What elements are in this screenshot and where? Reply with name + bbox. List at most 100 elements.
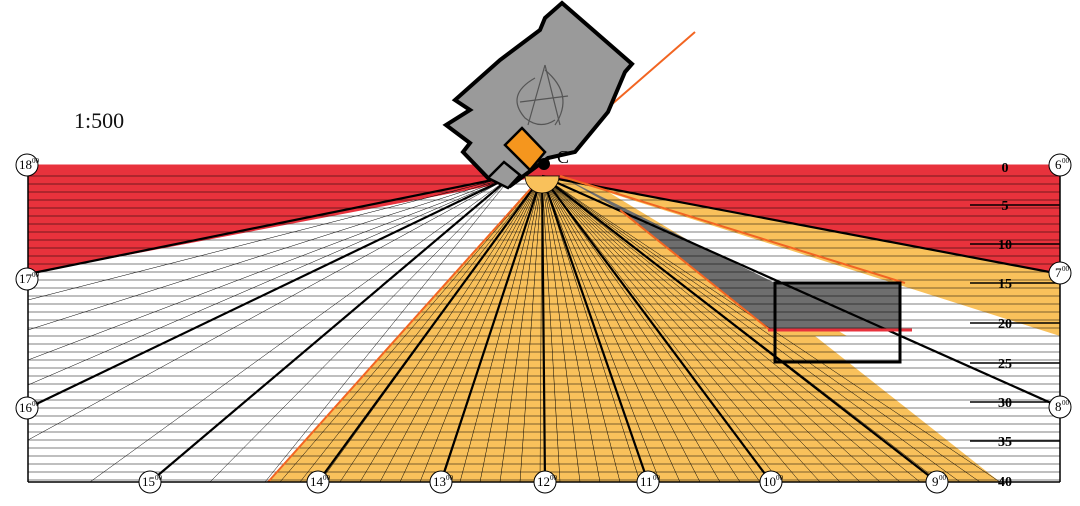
depth-label: 35 <box>998 435 1012 450</box>
svg-text:00: 00 <box>446 474 454 482</box>
svg-text:00: 00 <box>32 400 40 408</box>
entrance-block <box>485 160 522 190</box>
depth-label: 20 <box>998 317 1012 332</box>
fine-ray <box>541 175 641 483</box>
svg-text:7: 7 <box>1055 265 1062 280</box>
svg-text:6: 6 <box>1055 157 1062 172</box>
svg-text:00: 00 <box>32 271 40 279</box>
svg-text:13: 13 <box>433 474 446 489</box>
hour-ray <box>541 175 938 483</box>
fine-ray <box>541 175 761 483</box>
shadow-band <box>560 176 900 330</box>
fine-ray <box>209 175 513 483</box>
fine-ray <box>541 175 621 483</box>
fine-ray <box>339 175 543 483</box>
fine-ray <box>27 175 513 361</box>
fine-ray <box>541 175 601 483</box>
fine-ray <box>541 175 801 483</box>
hour-ray <box>27 175 513 409</box>
fine-ray <box>27 175 513 441</box>
depth-label: 40 <box>998 475 1012 490</box>
fine-ray <box>499 175 543 483</box>
fine-ray <box>27 175 513 331</box>
fine-ray <box>541 175 821 483</box>
fine-ray <box>279 175 543 483</box>
depth-label: 15 <box>998 277 1012 292</box>
building <box>442 0 635 190</box>
center-label: C <box>557 147 569 167</box>
svg-text:00: 00 <box>323 474 331 482</box>
fine-ray <box>541 175 561 483</box>
fine-ray <box>519 175 543 483</box>
svg-text:00: 00 <box>1062 157 1070 165</box>
fine-ray <box>541 175 681 483</box>
fine-ray <box>299 175 543 483</box>
hour-ray <box>540 175 650 483</box>
depth-label: 30 <box>998 396 1012 411</box>
center-point <box>538 158 550 170</box>
fine-ray <box>479 175 543 483</box>
fine-ray <box>264 175 513 483</box>
fine-ray <box>541 175 721 483</box>
fine-ray <box>399 175 543 483</box>
svg-text:12: 12 <box>537 474 550 489</box>
center-sector <box>524 175 560 194</box>
depth-label: 0 <box>1002 161 1009 176</box>
fine-ray <box>419 175 543 483</box>
svg-text:17: 17 <box>19 271 33 286</box>
annex-block <box>503 126 547 172</box>
fine-ray <box>541 175 901 483</box>
orange-boundary-left <box>267 175 543 483</box>
hour-ray <box>541 174 1061 409</box>
svg-text:00: 00 <box>939 474 947 482</box>
svg-text:00: 00 <box>1062 399 1070 407</box>
svg-text:16: 16 <box>19 400 33 415</box>
hour-ray-lines <box>27 164 1061 483</box>
fine-ray <box>541 175 861 483</box>
compass-logo-icon <box>516 64 569 126</box>
svg-text:9: 9 <box>932 474 939 489</box>
fine-ray <box>541 175 581 483</box>
fine-ray <box>541 175 741 483</box>
fine-ray <box>541 175 921 483</box>
hour-ray <box>541 175 772 483</box>
orange-boundary-shadow <box>619 209 771 331</box>
svg-text:10: 10 <box>763 474 776 489</box>
hour-ray <box>540 175 547 483</box>
hour-ray <box>541 174 1061 276</box>
svg-text:00: 00 <box>32 157 40 165</box>
fine-ray <box>541 175 881 483</box>
fine-ray <box>541 175 781 483</box>
fine-ray <box>359 175 543 483</box>
hour-ray <box>439 175 544 483</box>
fine-ray <box>541 175 661 483</box>
svg-text:8: 8 <box>1055 399 1062 414</box>
hour-ray <box>317 175 543 483</box>
scale-label: 1:500 <box>74 108 125 133</box>
svg-text:14: 14 <box>310 474 324 489</box>
hour-ray <box>149 175 513 483</box>
svg-text:00: 00 <box>1062 265 1070 273</box>
fine-ray <box>541 175 841 483</box>
fine-ray <box>541 175 701 483</box>
depth-label: 5 <box>1002 199 1009 214</box>
fine-ray <box>459 175 543 483</box>
depth-label: 25 <box>998 357 1012 372</box>
svg-text:11: 11 <box>640 474 653 489</box>
depth-labels: 0 5 10 15 20 25 30 35 40 <box>998 161 1012 490</box>
depth-label: 10 <box>998 238 1012 253</box>
target-rectangle <box>773 281 902 364</box>
orange-boundary-right <box>559 175 906 284</box>
